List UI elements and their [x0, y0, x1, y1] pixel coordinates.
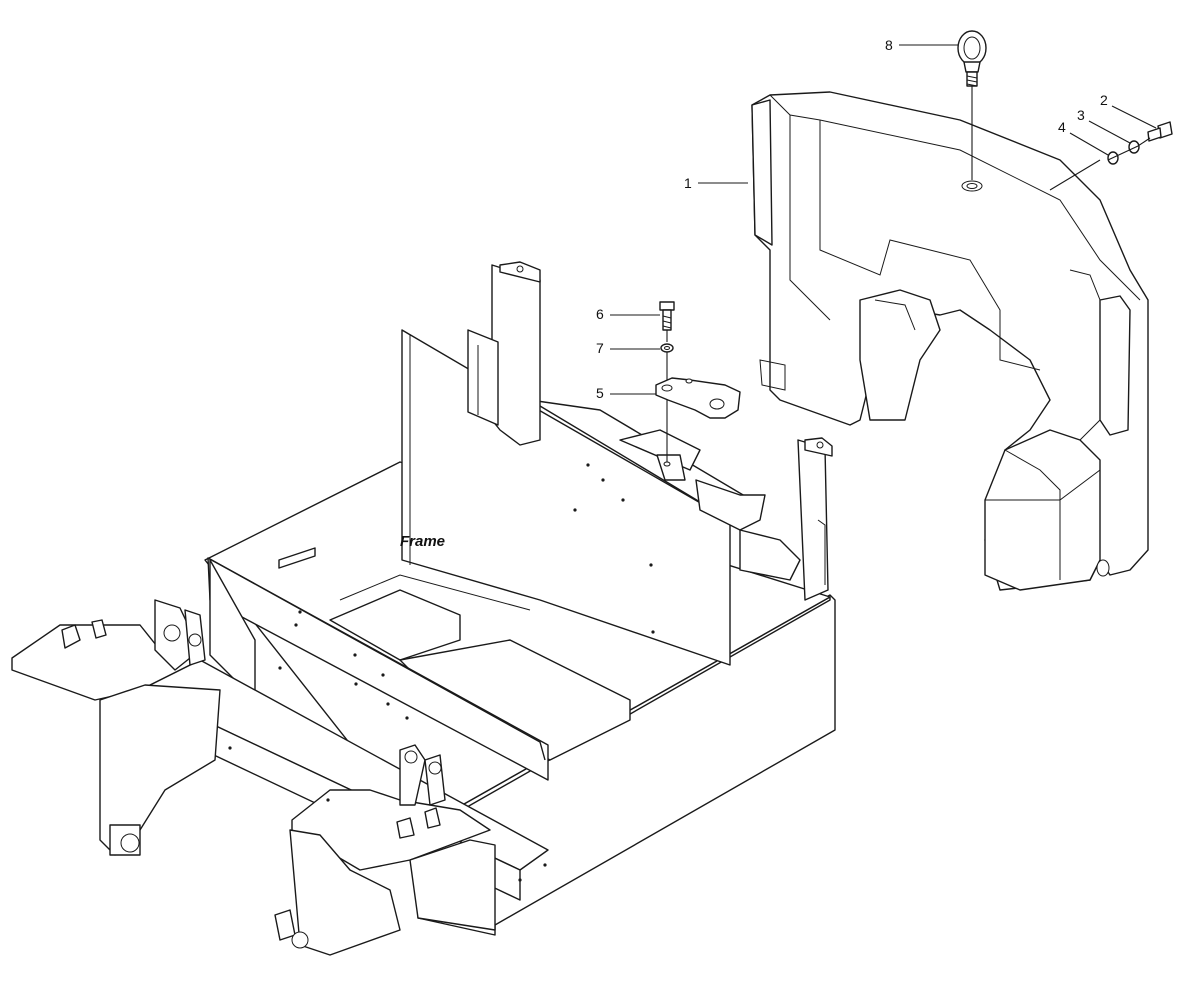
bracket-part-5	[655, 377, 741, 467]
callout-7: 7	[596, 340, 660, 356]
callout-4: 4	[1058, 119, 1109, 156]
callout-6: 6	[596, 306, 660, 322]
eye-bolt-part-8	[957, 30, 987, 180]
frame-label: Frame	[400, 533, 445, 550]
washer-part-3	[1128, 140, 1140, 154]
callout-label-7: 7	[596, 340, 604, 356]
counterweight-part-1	[751, 91, 1149, 591]
bolt-part-2	[1147, 121, 1173, 142]
frame-holes	[228, 463, 655, 882]
bolt-part-6	[659, 301, 675, 331]
frame-assembly: Frame	[11, 261, 836, 956]
callout-8: 8	[885, 37, 958, 53]
callout-label-4: 4	[1058, 119, 1066, 135]
callout-2: 2	[1100, 92, 1157, 129]
callout-label-8: 8	[885, 37, 893, 53]
callout-label-5: 5	[596, 385, 604, 401]
callout-label-3: 3	[1077, 107, 1085, 123]
callout-label-6: 6	[596, 306, 604, 322]
callout-3: 3	[1077, 107, 1131, 144]
leader-counterweight-right	[1049, 159, 1101, 191]
callout-5: 5	[596, 385, 656, 401]
callout-label-2: 2	[1100, 92, 1108, 108]
callout-label-1: 1	[684, 175, 692, 191]
callout-1: 1	[684, 175, 748, 191]
